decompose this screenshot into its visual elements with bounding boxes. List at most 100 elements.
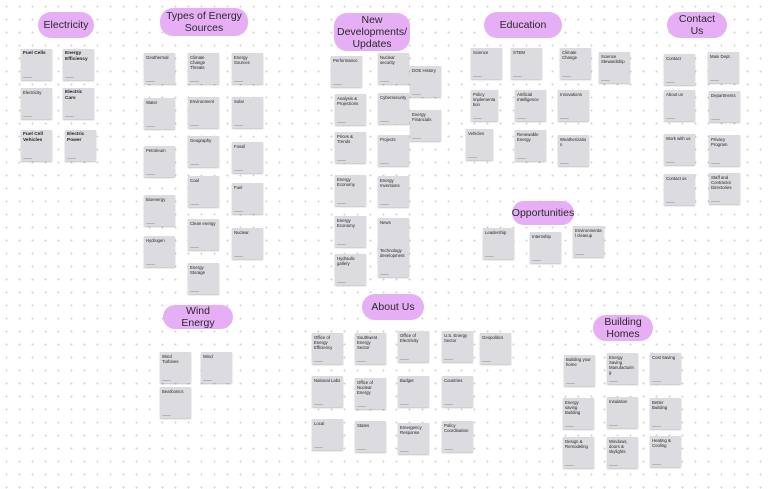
sticky-note-countries[interactable]: Countries <box>442 376 473 407</box>
sticky-note-energy-sources[interactable]: Energy Sources <box>232 53 263 84</box>
sticky-note-footer-mark <box>146 173 155 175</box>
sticky-note-prices-trends[interactable]: Prices & Trends <box>335 132 366 163</box>
sticky-note-performance[interactable]: Performance <box>331 56 362 87</box>
sticky-note-energy-financials[interactable]: Energy Financials <box>410 110 441 141</box>
sticky-note-climate-change-threats[interactable]: Climate Change Threats <box>188 53 219 84</box>
sticky-note-stem[interactable]: STEM <box>511 48 542 79</box>
sticky-note-vehicles[interactable]: Vehicles <box>466 129 493 160</box>
sticky-note-climate-change[interactable]: Climate Change <box>560 48 591 79</box>
sticky-note-policy-implementation[interactable]: Policy implementation <box>471 90 498 121</box>
section-header-opportunities[interactable]: Opportunities <box>512 201 574 225</box>
sticky-note-hydraulic-gallery[interactable]: Hydraulic gallery <box>335 254 366 285</box>
sticky-note-artificial-intelligence[interactable]: Artificial Intelligence <box>515 90 546 121</box>
sticky-note-budget[interactable]: Budget <box>398 376 429 407</box>
sticky-note-better-building[interactable]: Better Building <box>650 398 681 429</box>
sticky-note-petroleum[interactable]: Petroleum <box>144 146 175 177</box>
sticky-note-energy-saving-manufacturing[interactable]: Energy Saving Manufacturing <box>607 353 638 384</box>
sticky-note-solar[interactable]: Solar <box>232 97 263 128</box>
sticky-note-science-stewardship[interactable]: Science Stewardship <box>599 52 630 83</box>
sticky-note-electricity[interactable]: Electricity <box>21 88 52 119</box>
sticky-note-nuclear[interactable]: Nuclear <box>232 228 263 259</box>
sticky-note-footer-mark <box>234 80 243 82</box>
sticky-note-geothermal[interactable]: Geothermal <box>144 53 175 84</box>
sticky-note-environmental-cleanup[interactable]: Environmental cleanup <box>573 226 604 257</box>
sticky-note-southwest-energy-sector[interactable]: Southwest Energy Sector <box>355 333 386 364</box>
section-header-about[interactable]: About Us <box>362 294 424 320</box>
sticky-note-national-labs[interactable]: National Labs <box>312 376 343 407</box>
sticky-note-leadership[interactable]: Leadership <box>483 228 514 259</box>
sticky-note-privacy-program[interactable]: Privacy Program <box>709 135 740 166</box>
sticky-note-local[interactable]: Local <box>312 419 343 450</box>
sticky-note-science[interactable]: Science <box>471 48 502 79</box>
sticky-note-news[interactable]: News <box>378 218 409 249</box>
sticky-note-cybersecurity[interactable]: Cybersecurity <box>378 93 409 124</box>
sticky-note-footer-mark <box>562 75 571 77</box>
sticky-note-energy-saving-building[interactable]: Energy saving Building <box>563 398 594 429</box>
sticky-note-geopolitics[interactable]: Geopolitics <box>480 333 511 364</box>
sticky-note-analysis-projections[interactable]: Analysis & Projections <box>335 94 366 125</box>
sticky-note-weatherization[interactable]: Weatherization <box>558 135 589 166</box>
section-header-buildings[interactable]: Building Homes <box>593 315 653 341</box>
sticky-note-fossil[interactable]: Fossil <box>232 142 263 173</box>
sticky-note-windows-doors-skylights[interactable]: Windows, doors & skylights <box>607 437 638 468</box>
sticky-note-office-of-electricity[interactable]: Office of Electricity <box>398 331 429 362</box>
section-header-developments[interactable]: New Developments/ Updates <box>334 13 410 51</box>
sticky-note-wind-turbines[interactable]: Wind Turbines <box>160 352 191 383</box>
sticky-note-departments[interactable]: Departments <box>709 91 740 122</box>
sticky-note-innovations[interactable]: Innovations <box>558 90 589 121</box>
section-header-wind[interactable]: Wind Energy <box>163 305 233 329</box>
sticky-note-staff-and-contractor-directories[interactable]: Staff and Contractor Directories <box>709 173 740 204</box>
sticky-note-footer-mark <box>337 281 346 283</box>
section-header-education[interactable]: Education <box>484 12 562 38</box>
sticky-note-states[interactable]: States <box>355 421 386 452</box>
sticky-note-bearbonics[interactable]: Bearbonics <box>160 387 191 418</box>
sticky-note-doe-history[interactable]: DOE History <box>410 66 441 97</box>
sticky-note-energy-efficiency[interactable]: Energy Efficiency <box>63 49 94 80</box>
sticky-note-water[interactable]: Water <box>144 98 175 129</box>
sticky-note-nuclear-security[interactable]: Nuclear security <box>378 53 409 84</box>
sticky-note-label: Cost Saving <box>652 355 676 360</box>
sticky-note-insulation[interactable]: Insulation <box>607 397 638 428</box>
sticky-note-office-of-energy-efficiency[interactable]: Office of Energy Efficiency <box>312 333 343 364</box>
sticky-note-contact-us[interactable]: Contact us <box>664 174 695 205</box>
sticky-note-fuel-cell-vehicles[interactable]: Fuel Cell Vehicles <box>21 130 52 161</box>
sticky-note-building-your-home[interactable]: Building your home <box>564 355 595 386</box>
sticky-note-energy-economy[interactable]: Energy Economy <box>335 216 366 247</box>
section-header-electricity[interactable]: Electricity <box>38 12 94 38</box>
sticky-note-fuel[interactable]: Fuel <box>232 183 263 214</box>
section-header-contact[interactable]: Contact Us <box>667 12 727 38</box>
sticky-note-geography[interactable]: Geography <box>188 136 219 167</box>
sticky-note-bioenergy[interactable]: Bioenergy <box>144 195 175 226</box>
sticky-note-footer-mark <box>652 380 661 382</box>
sticky-note-energy-storage[interactable]: Energy Storage <box>188 263 219 294</box>
sticky-note-fuel-cells[interactable]: Fuel Cells <box>21 49 52 80</box>
sticky-note-about-us[interactable]: About us <box>664 90 695 121</box>
sticky-note-electric-cars[interactable]: Electric Cars <box>63 88 94 119</box>
section-header-types[interactable]: Types of Energy Sources <box>160 8 248 36</box>
sticky-note-u-s-energy-sector[interactable]: U.S. Energy Sector <box>442 331 473 362</box>
sticky-note-energy-inventions[interactable]: Energy Inventions <box>378 176 409 207</box>
sticky-note-coal[interactable]: Coal <box>188 176 219 207</box>
sticky-note-wind[interactable]: Wind <box>201 352 232 383</box>
sticky-note-label: States <box>357 423 370 428</box>
sticky-note-renewable-energy[interactable]: Renewable Energy <box>515 130 546 161</box>
sticky-note-clean-energy[interactable]: Clean energy <box>188 219 219 250</box>
sticky-note-technology-development[interactable]: Technology development <box>378 246 409 277</box>
sticky-note-footer-mark <box>146 80 155 82</box>
sticky-note-contact[interactable]: Contact <box>664 54 695 85</box>
sticky-note-cost-saving[interactable]: Cost Saving <box>650 353 681 384</box>
sticky-note-design-remodeling[interactable]: Design & Remodeling <box>563 437 594 468</box>
sticky-note-heating-cooling[interactable]: Heating & Cooling <box>650 436 681 467</box>
sticky-note-internship[interactable]: Internship <box>530 232 561 263</box>
sticky-note-work-with-us[interactable]: Work with us <box>664 134 695 165</box>
sticky-note-projects[interactable]: Projects <box>378 135 409 166</box>
sticky-note-electric-power[interactable]: Electric Power <box>65 130 96 161</box>
sticky-note-environment[interactable]: Environment <box>188 97 219 128</box>
sticky-note-hydrogen[interactable]: Hydrogen <box>144 236 175 267</box>
sticky-note-policy-coordination[interactable]: Policy Coordination <box>442 421 473 452</box>
sticky-note-emergency-response[interactable]: Emergency Response <box>398 423 429 454</box>
sticky-note-main-dept[interactable]: Main Dept. <box>708 52 739 83</box>
sticky-note-energy-economy[interactable]: Energy Economy <box>335 175 366 206</box>
sticky-note-office-of-nuclear-energy[interactable]: Office of Nuclear Energy <box>355 378 386 409</box>
